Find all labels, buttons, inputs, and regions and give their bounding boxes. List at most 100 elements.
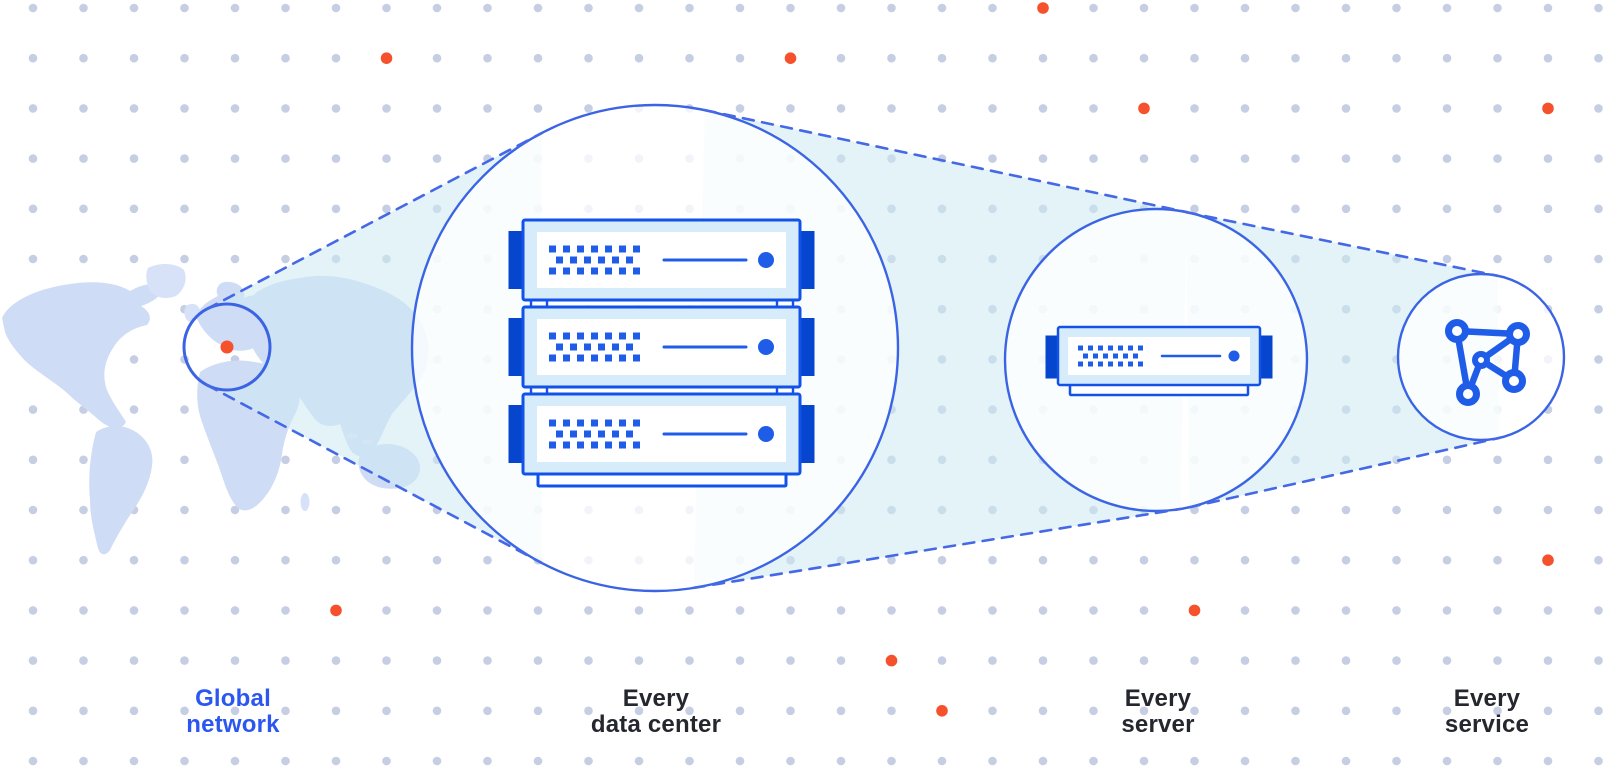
grid-dot [1139, 656, 1149, 665]
grid-dot [786, 606, 795, 615]
led-square [563, 441, 570, 449]
grid-dot [281, 104, 290, 113]
led-square [605, 419, 612, 427]
grid-dot [836, 3, 846, 13]
grid-dot [1594, 254, 1603, 264]
caption-line: Every [1124, 685, 1192, 712]
grid-dot [735, 53, 745, 63]
led-square [633, 267, 640, 275]
grid-dot [1341, 154, 1351, 163]
grid-dot [1240, 706, 1250, 716]
grid-dot [281, 204, 290, 214]
grid-dot [1594, 455, 1603, 465]
mesh-node [1445, 319, 1469, 343]
led-square [612, 256, 619, 264]
grid-dot [28, 505, 38, 515]
grid-dot [634, 656, 644, 665]
grid-dot [887, 606, 896, 615]
grid-dot [432, 53, 442, 63]
led-panel-pattern [549, 419, 640, 449]
grid-dot [1291, 555, 1300, 565]
led-square [626, 256, 633, 264]
led-square [549, 354, 556, 362]
led-square [605, 267, 612, 275]
grid-dot [28, 204, 38, 214]
grid-dot [129, 53, 139, 63]
rack-ear-right [799, 231, 815, 289]
grid-dot [79, 505, 88, 515]
grid-dot [230, 606, 240, 615]
grid-dot [79, 555, 88, 565]
grid-dot [1240, 606, 1250, 615]
grid-dot [937, 756, 947, 766]
led-square [591, 267, 598, 275]
grid-dot [533, 656, 543, 665]
grid-dot [533, 606, 543, 615]
grid-dot [180, 555, 189, 565]
map-marker-dot [220, 340, 234, 354]
led-square [577, 419, 584, 427]
caption-every-service: Every service [1357, 686, 1617, 737]
grid-dot [281, 154, 290, 163]
led-square [1113, 353, 1118, 359]
grid-dot [1392, 505, 1401, 515]
grid-dot [1240, 204, 1250, 214]
grid-dot [887, 104, 896, 113]
rack-ear-right [1259, 335, 1273, 379]
grid-dot [180, 706, 189, 716]
grid-dot [432, 606, 442, 615]
grid-dot [1493, 706, 1502, 716]
grid-dot [937, 3, 947, 13]
led-square [1123, 353, 1128, 359]
led-square [556, 430, 563, 438]
grid-dot [988, 606, 997, 615]
orange-accent-dot [936, 705, 948, 717]
grid-dot [533, 756, 543, 766]
grid-dot [1594, 304, 1603, 314]
grid-dot [988, 154, 997, 163]
grid-dot [1442, 254, 1452, 264]
caption-line: data center [590, 710, 722, 738]
grid-dot [230, 505, 240, 515]
grid-dot [533, 53, 543, 63]
grid-dot [988, 656, 997, 665]
grid-dot [937, 555, 947, 565]
grid-dot [1493, 154, 1502, 163]
led-square [1103, 353, 1108, 359]
led-square [570, 256, 577, 264]
grid-dot [1139, 154, 1149, 163]
grid-dot [79, 706, 88, 716]
grid-dot [786, 706, 795, 716]
grid-dot [1392, 104, 1401, 113]
grid-dot [1089, 3, 1098, 13]
grid-dot [28, 606, 38, 615]
grid-dot [1594, 355, 1603, 364]
grid-dot [230, 154, 240, 163]
grid-dot [988, 104, 997, 113]
grid-dot [988, 706, 997, 716]
grid-dot [382, 104, 391, 113]
grid-dot [28, 53, 38, 63]
grid-dot [786, 756, 795, 766]
grid-dot [483, 104, 492, 113]
grid-dot [1493, 455, 1502, 465]
grid-dot [432, 656, 442, 665]
grid-dot [1190, 154, 1199, 163]
grid-dot [1190, 204, 1199, 214]
led-square [1098, 345, 1103, 351]
mesh-node [1502, 369, 1526, 393]
grid-dot [1543, 53, 1553, 63]
grid-dot [1594, 3, 1603, 13]
grid-dot [129, 104, 139, 113]
orange-accent-dot [330, 604, 342, 617]
grid-dot [1341, 756, 1351, 766]
caption-line: Every [622, 685, 690, 712]
grid-dot [180, 756, 189, 766]
landmass-north-america [2, 282, 163, 428]
server-indicator-light [758, 426, 774, 442]
grid-dot [432, 154, 442, 163]
landmass-south-america [89, 426, 153, 555]
led-square [633, 245, 640, 253]
dashed-connector-line [1184, 210, 1499, 278]
led-square [633, 419, 640, 427]
